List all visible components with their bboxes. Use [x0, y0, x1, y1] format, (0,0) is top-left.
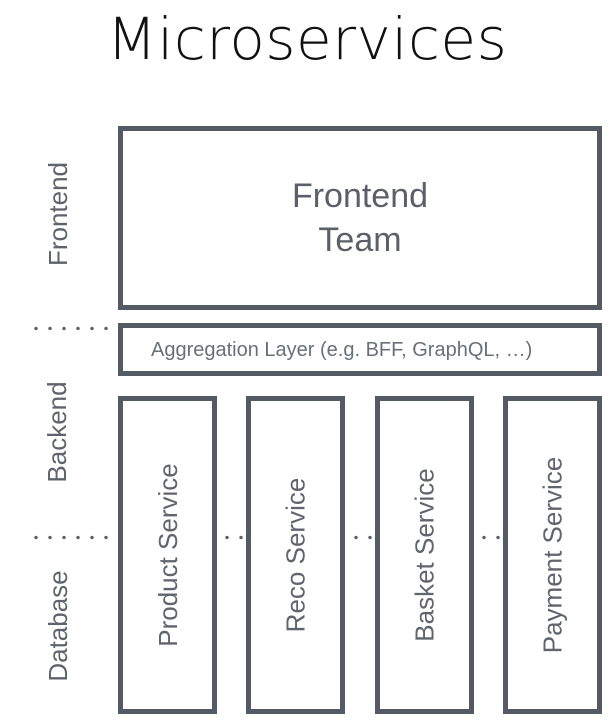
divider-frontend-backend	[29, 326, 121, 331]
service-label-reco: Reco Service	[280, 477, 311, 633]
service-label-wrap: Basket Service	[380, 401, 469, 709]
service-box-basket: Basket Service	[375, 396, 474, 714]
service-box-product: Product Service	[118, 396, 217, 714]
page-title: Microservices	[106, 5, 508, 73]
service-label-product: Product Service	[152, 463, 183, 647]
service-label-basket: Basket Service	[409, 468, 440, 642]
axis-label-frontend: Frontend	[43, 161, 73, 267]
divider-backend-database	[29, 535, 121, 540]
frontend-team-label: Frontend Team	[291, 177, 429, 259]
aggregation-layer-label: Aggregation Layer (e.g. BFF, GraphQL, …)	[151, 338, 533, 361]
frontend-team-box: Frontend Team	[118, 126, 602, 310]
divider-bridge-1	[219, 535, 246, 540]
service-box-reco: Reco Service	[246, 396, 345, 714]
service-label-wrap: Reco Service	[251, 401, 340, 709]
service-label-wrap: Product Service	[123, 401, 212, 709]
service-label-wrap: Payment Service	[508, 401, 597, 709]
service-label-payment: Payment Service	[537, 456, 568, 654]
service-box-payment: Payment Service	[503, 396, 602, 714]
axis-label-backend: Backend	[42, 381, 72, 483]
divider-bridge-3	[476, 535, 503, 540]
aggregation-layer-box: Aggregation Layer (e.g. BFF, GraphQL, …)	[118, 323, 602, 376]
divider-bridge-2	[348, 535, 375, 540]
axis-label-database: Database	[43, 570, 73, 682]
